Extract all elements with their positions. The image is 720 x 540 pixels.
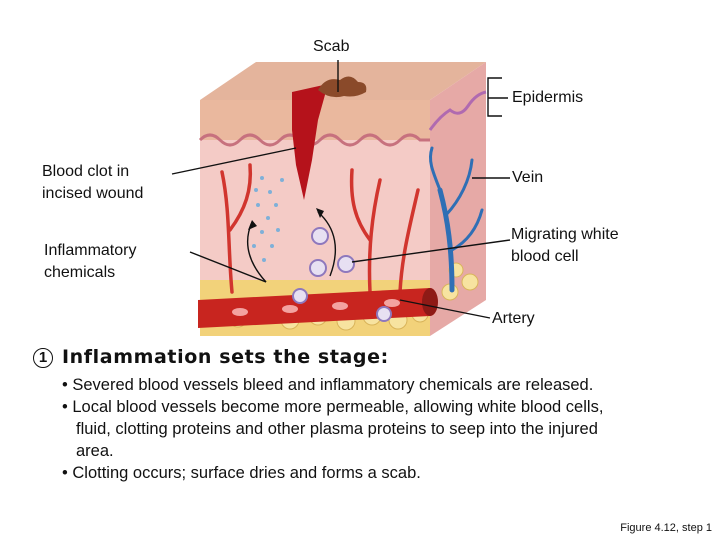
figure-caption: Figure 4.12, step 1 [620, 522, 712, 534]
label-blood-clot-line2: incised wound [42, 185, 144, 202]
bullet-item: • Severed blood vessels bleed and inflam… [62, 376, 594, 394]
leader-lines [171, 60, 511, 319]
bullet-item: • Local blood vessels become more permea… [62, 398, 604, 460]
papillae-right [428, 90, 487, 131]
label-inflammatory-chemicals: Inflammatory chemicals [44, 240, 136, 284]
label-migrating-wbc: Migrating white blood cell [511, 224, 619, 268]
arrowhead-right [316, 208, 324, 218]
white-blood-cells [292, 227, 392, 322]
bullet-item: • Clotting occurs; surface dries and for… [62, 464, 421, 482]
arterioles [220, 163, 420, 294]
label-migrating-line2: blood cell [511, 248, 579, 265]
label-migrating-line1: Migrating white [511, 226, 619, 243]
label-epidermis: Epidermis [512, 89, 584, 106]
label-scab: Scab [313, 38, 350, 55]
label-vein: Vein [512, 169, 544, 186]
label-inflammatory-line1: Inflammatory [44, 242, 137, 259]
arrowhead-left [248, 220, 257, 230]
label-inflammatory-line2: chemicals [44, 264, 116, 281]
blood-clot [292, 84, 328, 200]
step-number: 1 [33, 348, 53, 368]
label-blood-clot: Blood clot in incised wound [42, 161, 143, 205]
step-bullets: • Severed blood vessels bleed and inflam… [62, 374, 622, 484]
scab-shape [318, 76, 367, 98]
step-title: Inflammation sets the stage: [62, 346, 389, 368]
label-artery: Artery [492, 310, 535, 327]
label-blood-clot-line1: Blood clot in [42, 163, 130, 180]
inflammatory-chemical-dots [252, 176, 284, 262]
